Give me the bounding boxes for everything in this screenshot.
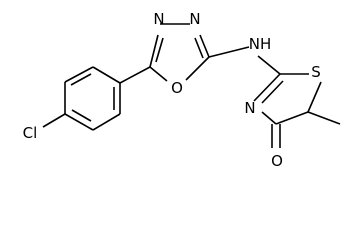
atom-label-o-ring: O [171, 79, 183, 97]
bond-methyl [307, 111, 341, 125]
atom-label-s: S [311, 63, 321, 81]
bond-c-cl [42, 113, 66, 128]
double-bond-inner [194, 37, 204, 59]
double-bond-inner [261, 80, 284, 104]
bond [307, 81, 322, 113]
atom-label-n-right: N [189, 10, 200, 28]
bond-nh-c2 [257, 55, 281, 75]
double-bond-inner [71, 109, 92, 122]
thiazolone-ring [253, 73, 322, 125]
bond-aryl-oxadiazole [119, 66, 151, 84]
bond [275, 111, 309, 125]
bond [253, 73, 281, 102]
bond [149, 66, 168, 82]
bond [92, 66, 121, 84]
benzene-ring [64, 66, 121, 131]
bond [64, 113, 94, 131]
bond [92, 113, 121, 131]
double-bond-inner [70, 73, 92, 86]
atom-label-n-thiazole: N [244, 99, 255, 117]
double-bond-inner [155, 37, 164, 63]
oxadiazole-ring [149, 23, 210, 82]
atom-label-nh: NH [249, 35, 272, 53]
bond [149, 34, 159, 68]
atom-label-cl: Cl [23, 124, 38, 142]
bond-c-nh [208, 46, 250, 58]
chemical-structure-diagram: Cl O N N NH S N O [23, 10, 341, 170]
bond [199, 34, 210, 58]
bond [185, 56, 210, 81]
bond [64, 66, 94, 83]
bond [261, 111, 277, 125]
atom-label-n-left: N [153, 10, 164, 28]
atom-label-o-carbonyl: O [271, 152, 283, 170]
